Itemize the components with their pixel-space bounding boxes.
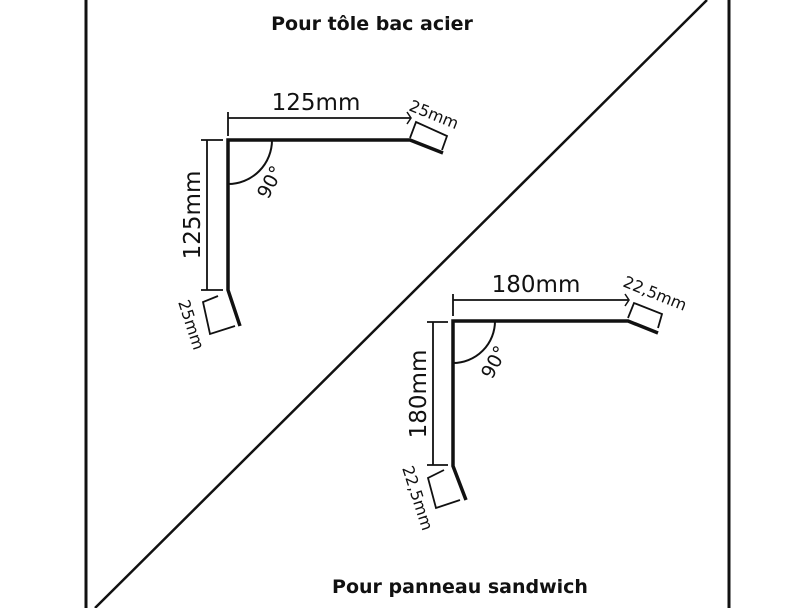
top-bottom-fold-dimension: 25mm xyxy=(174,295,236,352)
bottom-profile-shape xyxy=(451,319,659,501)
bottom-angle-label: 90° xyxy=(477,342,512,382)
top-horizontal-label: 125mm xyxy=(272,90,361,116)
diagonal-divider xyxy=(94,0,708,608)
bottom-vertical-label: 180mm xyxy=(406,350,432,439)
bottom-diagram-title: Pour panneau sandwich xyxy=(332,576,588,598)
top-diagram-title: Pour tôle bac acier xyxy=(271,13,473,35)
top-vertical-label: 125mm xyxy=(180,171,206,260)
top-diagram: Pour tôle bac acier 125mm 25mm 125mm 25m… xyxy=(174,13,473,352)
bottom-bottom-fold-dimension: 22,5mm xyxy=(398,463,461,533)
bottom-angle-arc xyxy=(452,320,496,364)
top-angle-label: 90° xyxy=(253,162,288,202)
bottom-top-fold-label: 22,5mm xyxy=(621,272,690,315)
bottom-bottom-fold-label: 22,5mm xyxy=(398,463,437,532)
bottom-horizontal-label: 180mm xyxy=(492,272,581,298)
top-horizontal-dimension: 125mm xyxy=(227,90,412,136)
top-profile-shape xyxy=(226,138,444,327)
top-angle-arc xyxy=(227,139,273,185)
bottom-top-fold-dimension: 22,5mm xyxy=(621,272,690,329)
bottom-horizontal-dimension: 180mm xyxy=(452,272,630,316)
top-vertical-dimension: 125mm xyxy=(180,139,223,291)
bottom-vertical-dimension: 180mm xyxy=(406,321,448,466)
